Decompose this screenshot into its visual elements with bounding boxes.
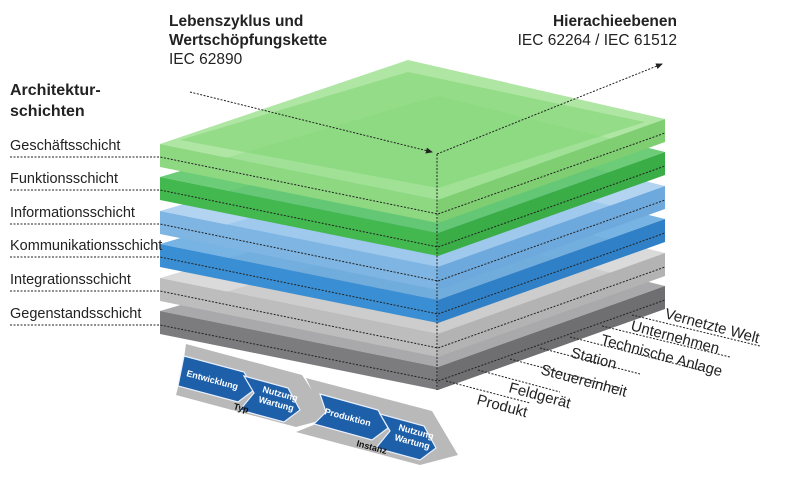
- layer-label-information: Informationsschicht: [10, 205, 135, 221]
- hierarchy-title: Hierachieebenen: [552, 13, 677, 30]
- layer-label-funktion: Funktionsschicht: [10, 171, 118, 187]
- lifecycle-banner: Entwicklung Nutzung Wartung Produktion N…: [176, 344, 458, 465]
- step-produktion: [312, 393, 389, 441]
- architecture-title-line2: schichten: [10, 103, 85, 120]
- hierarchy-standard: IEC 62264 / IEC 61512: [517, 32, 677, 49]
- layer-label-kommunikation: Kommunikationsschicht: [10, 238, 163, 254]
- layer-label-integration: Integrationsschicht: [10, 272, 131, 288]
- hierarchy-axis-heading: Hierachieebenen IEC 62264 / IEC 61512: [505, 12, 677, 50]
- lifecycle-axis-arrow: [189, 91, 433, 154]
- hierarchy-axis-arrow: [436, 63, 663, 155]
- step-type-nutzung-wartung: [238, 375, 301, 423]
- step-entwicklung: [177, 355, 255, 403]
- layer-label-geschaeft: Geschäftsschicht: [10, 138, 121, 154]
- architecture-axis-heading: Architektur- schichten: [10, 80, 101, 122]
- step-instance-nutzung-wartung: [374, 413, 437, 461]
- lifecycle-axis-heading: Lebenszyklus und Wertschöpfungskette IEC…: [169, 12, 327, 69]
- layer-label-gegenstand: Gegenstandsschicht: [10, 306, 142, 322]
- lifecycle-title-line1: Lebenszyklus und: [169, 13, 304, 30]
- lifecycle-title-line2: Wertschöpfungskette: [169, 32, 328, 49]
- architecture-title-line1: Architektur-: [10, 82, 101, 99]
- layer-geschaeft: [160, 60, 665, 223]
- type-group-label: Typ: [232, 401, 250, 415]
- axis-lines: [10, 63, 761, 404]
- lifecycle-standard: IEC 62890: [169, 51, 243, 68]
